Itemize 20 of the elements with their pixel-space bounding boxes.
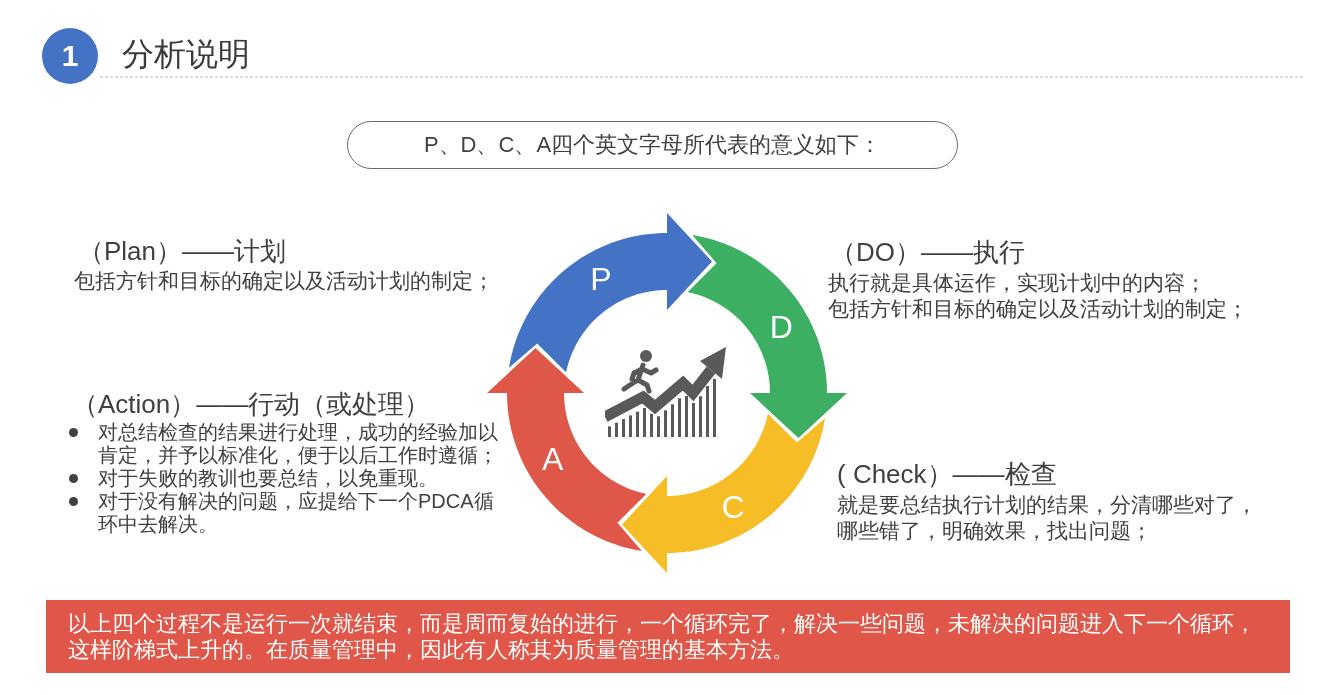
stage-description: 就是要总结执行计划的结果，分清哪些对了，哪些错了，明确效果，找出问题； (837, 492, 1258, 544)
curved-arrow-segment (508, 213, 712, 373)
stage-heading: ( Check）——检查 (837, 458, 1057, 491)
stage-description: 包括方针和目标的确定以及活动计划的制定； (74, 268, 494, 294)
stage-heading: （Plan）——计划 (78, 235, 287, 268)
stage-heading: （Action）——行动（或处理） (72, 388, 431, 421)
section-title: 分析说明 (122, 35, 250, 74)
segment-letter: C (721, 491, 745, 524)
bullet-text: 对于没有解决的问题，应提给下一个PDCA循环中去解决。 (98, 490, 495, 536)
number-badge: 1 (42, 28, 98, 84)
stage-description: 包括方针和目标的确定以及活动计划的制定； (828, 296, 1248, 322)
stage-heading: （DO）——执行 (830, 236, 1025, 269)
bullet-text: 对于失败的教训也要总结，以免重现。 (98, 467, 439, 490)
segment-letter: D (769, 311, 793, 343)
bullet-text: 对总结检查的结果进行处理，成功的经验加以肯定，并予以标准化，便于以后工作时遵循； (98, 421, 499, 467)
curved-arrow-segment (622, 413, 826, 573)
segment-letter: A (542, 443, 564, 475)
segment-letter: P (590, 262, 612, 295)
summary-banner: 以上四个过程不是运行一次就结束，而是周而复始的进行，一个循环完了，解决一些问题，未解决的问题进入下一个循环，这样阶梯式上升的。在质量管理中，因此有人称其为质量管理的基本方法。 (46, 600, 1290, 673)
stage-description: 执行就是具体运作，实现计划中的内容； (828, 270, 1206, 296)
